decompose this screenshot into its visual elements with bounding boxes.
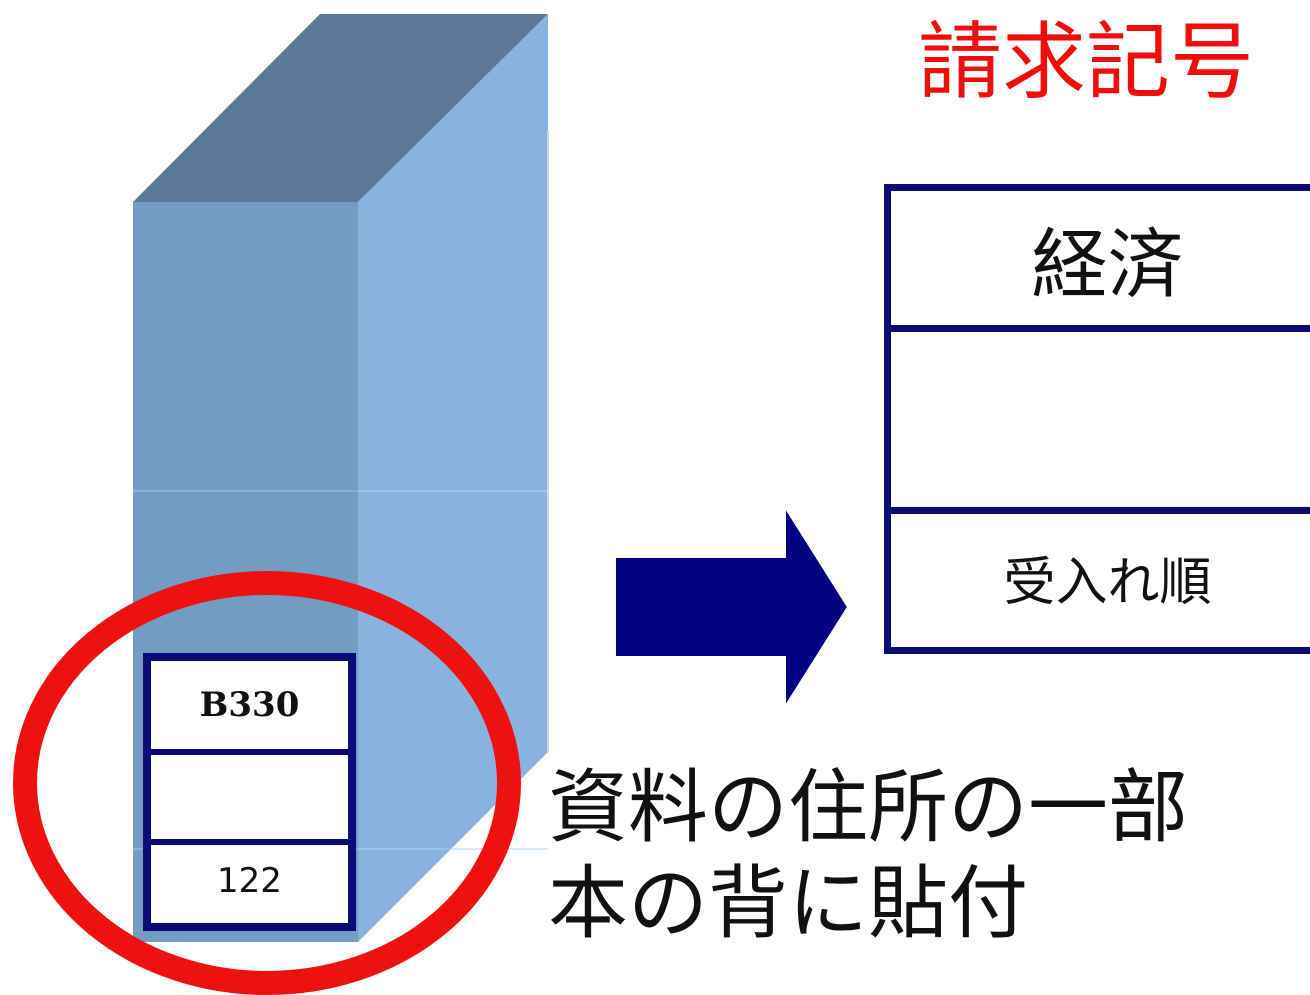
right-arrow-icon (614, 503, 850, 711)
call-number-subject: 経済 (1031, 220, 1184, 309)
spine-label-blank-row (151, 749, 348, 845)
diagram-title: 請求記号 (918, 13, 1255, 111)
call-number-order: 受入れ順 (1003, 552, 1212, 613)
book-top-face (133, 14, 548, 202)
caption-line-1: 資料の住所の一部 (548, 761, 1188, 854)
spine-label: B330 122 (143, 653, 356, 931)
caption-line-2: 本の背に貼付 (548, 857, 1028, 950)
call-number-blank-row (891, 325, 1310, 514)
spine-label-item-number: 122 (217, 861, 282, 901)
spine-label-class-number: B330 (199, 685, 300, 725)
caption: 資料の住所の一部 本の背に貼付 (548, 760, 1268, 952)
call-number-label: 経済 受入れ順 (884, 184, 1310, 654)
